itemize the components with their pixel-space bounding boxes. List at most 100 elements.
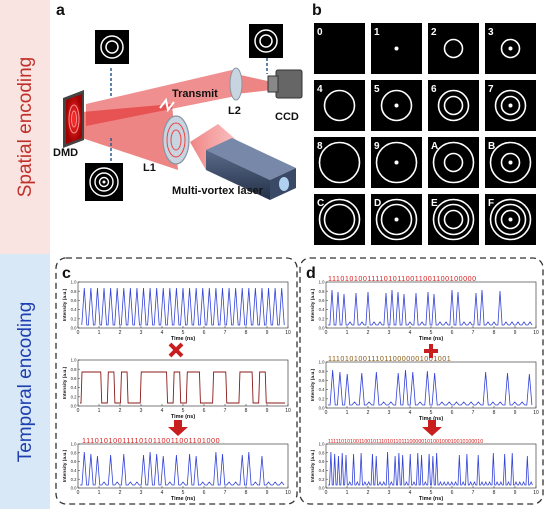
x-tick-label: 1 [98, 330, 101, 336]
profile-ring [380, 89, 413, 122]
sidebar-top-bg [0, 0, 50, 254]
x-tick-label: 6 [203, 490, 206, 496]
profile-ring [437, 89, 470, 122]
l2-label: L2 [228, 105, 241, 117]
x-axis-label: Time (ns) [171, 336, 196, 342]
y-tick-label: 0.6 [71, 459, 77, 464]
profile-ring [323, 203, 356, 236]
y-axis-label: Intensity (a.u.) [310, 288, 316, 321]
y-tick-label: 1.0 [71, 280, 77, 285]
profile-symbol-label: 8 [317, 141, 323, 152]
x-tick-label: 5 [430, 490, 433, 496]
profile-ring [443, 152, 464, 173]
profile-background [428, 23, 479, 74]
down-arrow-icon-c [168, 420, 188, 436]
profile-symbol-label: 5 [374, 84, 380, 95]
profile-symbol-label: 9 [374, 141, 380, 152]
profile-symbol-label: 6 [431, 84, 437, 95]
x-tick-label: 3 [388, 490, 391, 496]
y-tick-label: 0.0 [71, 486, 77, 491]
profile-symbol-label: A [431, 141, 438, 152]
profile-center-dot [394, 217, 399, 222]
gate-trace [80, 371, 285, 404]
x-tick-label: 6 [451, 330, 454, 336]
plot-frame [325, 443, 537, 489]
inset-profile-top [95, 30, 129, 64]
beam-profile-b: B [485, 137, 536, 188]
x-tick-label: 6 [203, 408, 206, 414]
bit-sequence-d2: 1110101001110110000001001001 [328, 354, 451, 363]
y-tick-label: 0.6 [319, 459, 325, 464]
profile-center-dot [394, 103, 399, 108]
x-axis-label: Time (ns) [171, 414, 196, 420]
pulse-trace [328, 451, 533, 486]
inset-profile-bottom [85, 163, 123, 201]
x-tick-label: 7 [472, 330, 475, 336]
profile-ring [323, 89, 356, 122]
beam-profile-d: D [371, 194, 422, 245]
x-tick-label: 0 [77, 490, 80, 496]
y-tick-label: 0.4 [319, 468, 325, 473]
x-tick-label: 2 [119, 408, 122, 414]
y-tick-label: 0.0 [319, 326, 325, 331]
x-tick-label: 2 [367, 490, 370, 496]
beam-profile-7: 7 [485, 80, 536, 131]
profile-symbol-label: E [431, 198, 438, 209]
profile-symbol-label: D [374, 198, 381, 209]
x-tick-label: 5 [182, 330, 185, 336]
panel-c-letter: c [62, 265, 71, 282]
x-tick-label: 0 [325, 490, 328, 496]
x-tick-label: 8 [493, 330, 496, 336]
x-tick-label: 1 [98, 490, 101, 496]
x-tick-label: 9 [514, 410, 517, 416]
sidebar: Spatial encoding Temporal encoding [0, 0, 50, 509]
profile-ring [318, 198, 361, 241]
x-tick-label: 8 [493, 410, 496, 416]
panel-c-frame [55, 257, 298, 505]
x-tick-label: 9 [514, 490, 517, 496]
x-tick-label: 4 [161, 490, 164, 496]
plus-operator-icon [424, 344, 438, 358]
panel-d-frame [299, 257, 544, 505]
dmd-device [63, 90, 84, 148]
beam-profile-1: 1 [371, 23, 422, 74]
x-tick-label: 5 [182, 408, 185, 414]
x-tick-label: 0 [77, 408, 80, 414]
beam-profile-f: F [485, 194, 536, 245]
x-tick-label: 9 [266, 408, 269, 414]
x-tick-label: 3 [388, 330, 391, 336]
y-tick-label: 0.2 [71, 394, 77, 399]
x-tick-label: 5 [182, 490, 185, 496]
x-tick-label: 7 [224, 330, 227, 336]
x-tick-label: 2 [367, 330, 370, 336]
x-axis-label: Time (ns) [419, 496, 444, 502]
beam-profile-3: 3 [485, 23, 536, 74]
y-tick-label: 1.0 [319, 442, 325, 447]
x-tick-label: 2 [119, 490, 122, 496]
y-axis-label: Intensity (a.u.) [62, 449, 68, 482]
x-tick-label: 1 [346, 410, 349, 416]
x-tick-label: 10 [533, 410, 539, 416]
y-tick-label: 1.0 [319, 280, 325, 285]
beam-dmd-l2 [86, 70, 236, 126]
profile-ring [500, 38, 521, 59]
beam-profile-2: 2 [428, 23, 479, 74]
profile-ring [500, 95, 521, 116]
plot-frame [77, 443, 289, 489]
x-tick-label: 10 [285, 490, 291, 496]
profile-background [428, 194, 479, 245]
y-tick-label: 1.0 [319, 360, 325, 365]
beam-profile-9: 9 [371, 137, 422, 188]
profile-ring [443, 95, 464, 116]
temporal-encoding-label: Temporal encoding [15, 302, 36, 463]
x-tick-label: 2 [119, 330, 122, 336]
profile-ring [437, 203, 470, 236]
y-tick-label: 0.0 [71, 326, 77, 331]
profile-ring [375, 141, 418, 184]
transmit-break-icon [159, 97, 175, 113]
x-tick-label: 4 [409, 410, 412, 416]
